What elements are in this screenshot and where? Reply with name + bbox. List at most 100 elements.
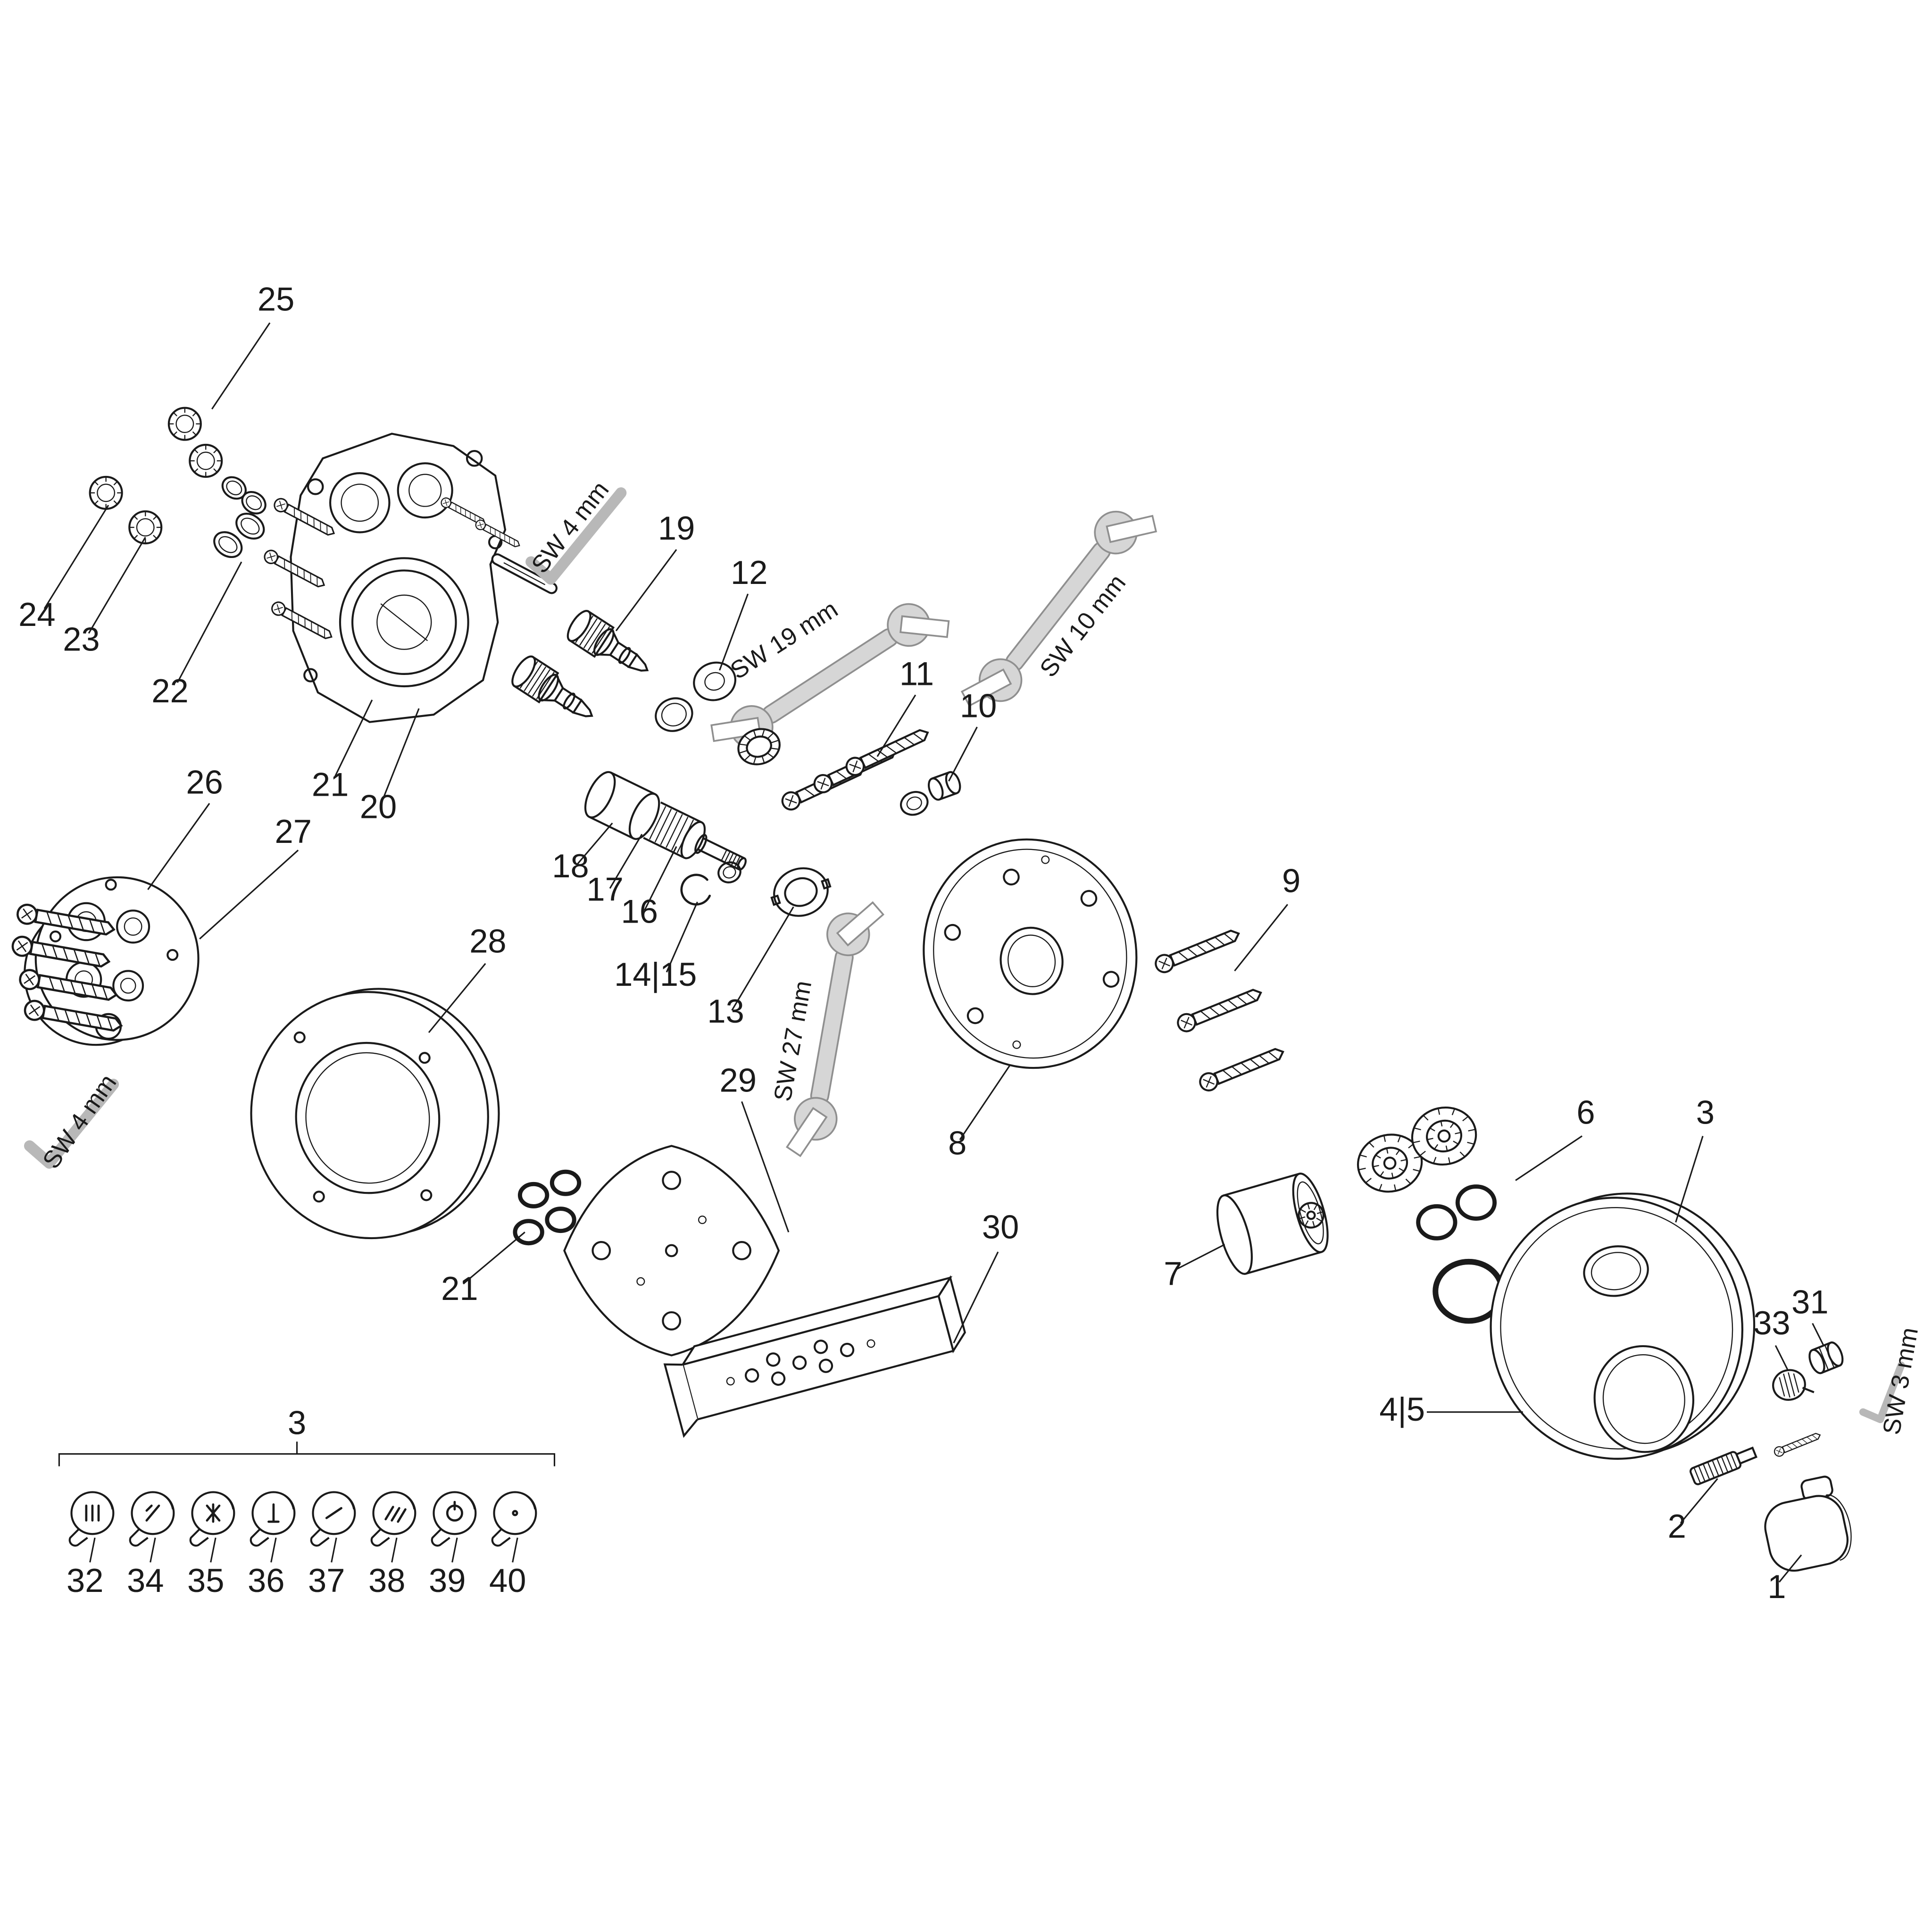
part-label-35: 35	[187, 1562, 224, 1599]
leader-17	[609, 833, 643, 889]
part-label-21a: 21	[312, 766, 349, 803]
leader-13	[731, 906, 794, 1011]
tick-40	[512, 1537, 518, 1563]
part-label-19: 19	[658, 509, 695, 547]
part-label-36: 36	[248, 1562, 284, 1599]
part-label-3b: 3	[288, 1404, 306, 1441]
part-escutcheon-3	[1490, 1192, 1756, 1460]
part-knob-33	[1772, 1369, 1815, 1401]
tick-35	[210, 1537, 217, 1563]
spray-icon-40	[512, 1510, 518, 1516]
leader-lines	[43, 322, 1824, 1583]
tick-36	[270, 1537, 277, 1563]
leader-19	[615, 549, 677, 632]
part-cartridge-16-17-18	[584, 771, 747, 871]
part-nuts-10	[900, 771, 961, 816]
spray-icon-37	[325, 1507, 342, 1519]
leader-23	[88, 537, 146, 634]
tool-wrench-sw27	[785, 889, 887, 1162]
part-label-38: 38	[368, 1562, 405, 1599]
part-label-8: 8	[948, 1124, 966, 1162]
part-label-30: 30	[982, 1208, 1019, 1245]
leader-29	[741, 1101, 790, 1232]
spray-icon-35	[206, 1503, 221, 1523]
part-label-18: 18	[552, 847, 589, 884]
part-sleeve-7	[1216, 1173, 1329, 1275]
tick-37	[331, 1537, 337, 1563]
leader-11	[876, 694, 916, 757]
leader-10	[948, 726, 978, 782]
tick-34	[150, 1537, 156, 1563]
part-cluster-23-24-25	[90, 408, 266, 543]
part-label-28: 28	[469, 922, 506, 959]
leader-16	[643, 846, 677, 911]
part-spindle-2	[1689, 1430, 1823, 1485]
part-labels: 25 24 23 22 21 20 26 27 19 12 11 10 18 1…	[18, 280, 1828, 1605]
part-label-1: 1	[1767, 1568, 1786, 1605]
part-handle-1	[1764, 1475, 1852, 1572]
spray-icon-39	[446, 1500, 463, 1522]
tool-wrench-sw19	[705, 592, 954, 767]
part-orings-21	[513, 1169, 582, 1246]
part-adapter-31	[1808, 1341, 1844, 1374]
tick-32	[89, 1537, 96, 1563]
spray-icon-38	[384, 1506, 407, 1523]
leader-3a	[1675, 1136, 1704, 1223]
leader-24	[43, 505, 109, 609]
leader-8	[959, 1064, 1011, 1141]
part-label-16: 16	[621, 893, 658, 930]
part-ringnut-13	[770, 867, 832, 917]
part-valve-body-20-21	[261, 433, 558, 723]
part-label-33: 33	[1753, 1304, 1790, 1341]
part-orings-22	[213, 512, 265, 558]
part-label-25: 25	[258, 280, 294, 317]
leader-9	[1234, 904, 1289, 972]
leader-27	[199, 849, 299, 940]
part-snapring-14-15	[680, 861, 741, 906]
tool-label-sw27: SW 27 mm	[769, 979, 817, 1103]
part-label-23: 23	[63, 620, 100, 658]
part-label-6: 6	[1576, 1093, 1595, 1131]
spray-icon-34	[145, 1504, 160, 1522]
part-adapters-6	[1353, 1102, 1505, 1324]
leader-2	[1680, 1478, 1718, 1524]
spray-knobs-row	[70, 1492, 536, 1545]
part-mounting-plate-30	[663, 1275, 966, 1438]
part-label-3a: 3	[1696, 1093, 1715, 1131]
tick-39	[451, 1537, 458, 1563]
part-label-27: 27	[275, 813, 311, 850]
part-label-26: 26	[186, 763, 223, 800]
part-label-4-5: 4|5	[1379, 1391, 1425, 1428]
part-seal-plate-29	[563, 1145, 780, 1357]
part-label-9: 9	[1282, 862, 1300, 899]
leader-20	[382, 708, 420, 799]
leader-25	[211, 322, 271, 410]
leader-22	[176, 561, 242, 683]
bracket-3-bottom	[58, 1453, 556, 1466]
part-label-21b: 21	[441, 1270, 478, 1307]
part-label-17: 17	[586, 871, 623, 908]
tool-allen-key-sw3	[1859, 1361, 1905, 1424]
part-escutcheon-28	[250, 988, 500, 1240]
part-screws-9	[1153, 925, 1286, 1093]
tool-allen-key-sw4-left	[24, 1079, 119, 1169]
leader-6	[1515, 1135, 1582, 1181]
spray-icon-32	[85, 1504, 100, 1522]
leader-18	[576, 822, 613, 866]
part-label-31: 31	[1791, 1283, 1828, 1321]
part-label-7: 7	[1164, 1255, 1182, 1292]
part-label-32: 32	[67, 1562, 103, 1599]
part-disc-12	[655, 661, 737, 732]
part-check-valves-19	[508, 608, 657, 730]
part-knurled-ring	[737, 728, 781, 766]
leader-31	[1812, 1323, 1824, 1346]
part-label-40: 40	[489, 1562, 526, 1599]
leader-26	[147, 803, 210, 890]
part-label-11: 11	[899, 655, 934, 692]
part-label-12: 12	[731, 554, 767, 591]
part-label-39: 39	[429, 1562, 466, 1599]
tool-label-sw4-left: SW 4 mm	[37, 1069, 122, 1174]
leader-21b	[463, 1232, 525, 1285]
leader-14-15	[666, 901, 698, 973]
